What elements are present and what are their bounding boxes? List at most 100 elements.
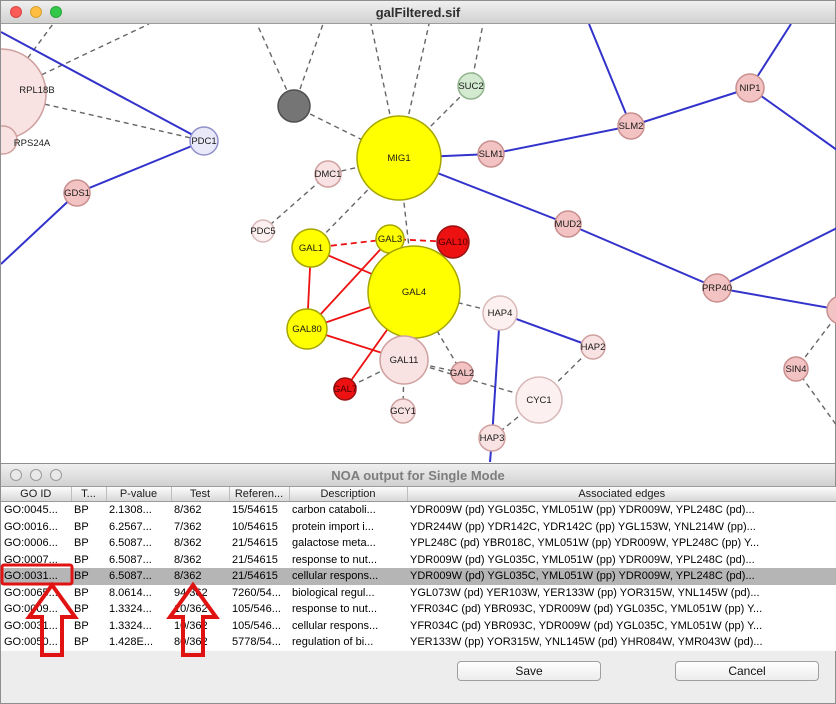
cell-p_value: 1.3324... [106, 601, 171, 618]
graph-node-label: SLM2 [619, 121, 644, 132]
graph-node-label: HAP4 [488, 308, 513, 319]
zoom-button-icon[interactable] [50, 469, 62, 481]
cell-go_id: GO:0045... [1, 502, 71, 519]
minimize-button-icon[interactable] [30, 6, 42, 18]
cell-test: 8/362 [171, 552, 229, 569]
cell-reference: 5778/54... [229, 634, 289, 651]
cell-go_id: GO:0006... [1, 535, 71, 552]
graph-edge[interactable] [77, 141, 204, 193]
cell-reference: 105/546... [229, 601, 289, 618]
graph-node-label: MIG1 [387, 153, 410, 164]
graph-node-NODE2[interactable] [827, 296, 836, 324]
graph-node-label: HAP3 [480, 433, 505, 444]
graph-edge[interactable] [568, 224, 717, 288]
minimize-button-icon[interactable] [30, 469, 42, 481]
results-table-wrap: GO IDT...P-valueTestReferen...Descriptio… [1, 487, 835, 651]
graph-edge[interactable] [631, 88, 750, 126]
window-title: NOA output for Single Mode [331, 468, 505, 483]
cell-test: 10/362 [171, 601, 229, 618]
graph-node-NODE1[interactable] [278, 90, 310, 122]
graph-node-label: PDC5 [250, 226, 275, 237]
graph-node-label: HAP2 [581, 342, 606, 353]
cell-description: carbon cataboli... [289, 502, 407, 519]
noa-output-window: NOA output for Single Mode GO IDT...P-va… [0, 463, 836, 704]
table-row[interactable]: GO:0031...BP1.3324...10/362105/546...cel… [1, 618, 836, 635]
cancel-button[interactable]: Cancel [675, 661, 819, 681]
noa-results-table: GO IDT...P-valueTestReferen...Descriptio… [1, 487, 836, 651]
cell-reference: 7260/54... [229, 585, 289, 602]
cell-go_id: GO:0050... [1, 634, 71, 651]
cell-test: 8/362 [171, 535, 229, 552]
cell-test: 94/362 [171, 585, 229, 602]
close-button-icon[interactable] [10, 6, 22, 18]
close-button-icon[interactable] [10, 469, 22, 481]
graph-edge[interactable] [492, 313, 500, 438]
column-header-4[interactable]: Referen... [229, 487, 289, 502]
graph-node-label: GAL2 [450, 368, 474, 379]
network-window-titlebar[interactable]: galFiltered.sif [1, 1, 835, 24]
graph-node-label: GDS1 [64, 188, 90, 199]
graph-edge[interactable] [717, 228, 836, 288]
save-button[interactable]: Save [457, 661, 601, 681]
column-header-3[interactable]: Test [171, 487, 229, 502]
network-graph[interactable]: RPL18BRPS24AGDS1PDC1DMC1MIG1SUC2SLM1SLM2… [1, 24, 836, 464]
graph-edge[interactable] [717, 288, 836, 310]
graph-node-label: GCY1 [390, 406, 416, 417]
cell-type: BP [71, 568, 106, 585]
column-header-0[interactable]: GO ID [1, 487, 71, 502]
cell-p_value: 6.5087... [106, 535, 171, 552]
graph-node-label: GAL80 [292, 324, 322, 335]
column-header-1[interactable]: T... [71, 487, 106, 502]
table-row[interactable]: GO:0050...BP1.428E...80/3625778/54...reg… [1, 634, 836, 651]
cell-description: protein import i... [289, 519, 407, 536]
cell-description: cellular respons... [289, 568, 407, 585]
cell-type: BP [71, 618, 106, 635]
cell-reference: 105/546... [229, 618, 289, 635]
table-row[interactable]: GO:0016...BP6.2567...7/36210/54615protei… [1, 519, 836, 536]
table-row[interactable]: GO:0006...BP6.5087...8/36221/54615galact… [1, 535, 836, 552]
graph-edge[interactable] [589, 24, 631, 126]
graph-node-label: GAL4 [402, 287, 426, 298]
dialog-button-bar: Save Cancel [1, 660, 835, 682]
graph-edge[interactable] [1, 193, 77, 264]
table-header-row: GO IDT...P-valueTestReferen...Descriptio… [1, 487, 836, 502]
graph-node-label: SUC2 [458, 81, 483, 92]
graph-node-label: GAL1 [299, 243, 323, 254]
cell-p_value: 6.2567... [106, 519, 171, 536]
graph-node-label: GAL10 [438, 237, 468, 248]
column-header-2[interactable]: P-value [106, 487, 171, 502]
column-header-6[interactable]: Associated edges [407, 487, 836, 502]
network-canvas[interactable]: RPL18BRPS24AGDS1PDC1DMC1MIG1SUC2SLM1SLM2… [1, 24, 835, 464]
cell-p_value: 6.5087... [106, 568, 171, 585]
cell-edges: YDR244W (pp) YDR142C, YDR142C (pp) YGL15… [407, 519, 836, 536]
cell-test: 7/362 [171, 519, 229, 536]
cell-type: BP [71, 502, 106, 519]
window-title: galFiltered.sif [376, 5, 461, 20]
cell-type: BP [71, 535, 106, 552]
table-row[interactable]: GO:0009...BP1.3324...10/362105/546...res… [1, 601, 836, 618]
cell-edges: YFR034C (pd) YBR093C, YDR009W (pd) YGL03… [407, 601, 836, 618]
noa-window-titlebar[interactable]: NOA output for Single Mode [1, 464, 835, 487]
table-row[interactable]: GO:0045...BP2.1308...8/36215/54615carbon… [1, 502, 836, 519]
graph-edge[interactable] [750, 88, 836, 150]
column-header-5[interactable]: Description [289, 487, 407, 502]
graph-node-label: CYC1 [526, 395, 551, 406]
cell-type: BP [71, 634, 106, 651]
cell-type: BP [71, 585, 106, 602]
cell-edges: YDR009W (pd) YGL035C, YML051W (pp) YDR00… [407, 552, 836, 569]
zoom-button-icon[interactable] [50, 6, 62, 18]
cell-description: response to nut... [289, 552, 407, 569]
cell-reference: 15/54615 [229, 502, 289, 519]
table-row[interactable]: GO:0031...BP6.5087...8/36221/54615cellul… [1, 568, 836, 585]
cell-go_id: GO:0065... [1, 585, 71, 602]
cell-p_value: 1.3324... [106, 618, 171, 635]
graph-node-label: MUD2 [555, 219, 582, 230]
cell-reference: 21/54615 [229, 535, 289, 552]
cell-go_id: GO:0031... [1, 568, 71, 585]
graph-node-label: GAL3 [378, 234, 402, 245]
graph-edge[interactable] [491, 126, 631, 154]
cell-edges: YER133W (pp) YOR315W, YNL145W (pd) YHR08… [407, 634, 836, 651]
table-row[interactable]: GO:0007...BP6.5087...8/36221/54615respon… [1, 552, 836, 569]
cell-description: regulation of bi... [289, 634, 407, 651]
table-row[interactable]: GO:0065...BP8.0614...94/3627260/54...bio… [1, 585, 836, 602]
